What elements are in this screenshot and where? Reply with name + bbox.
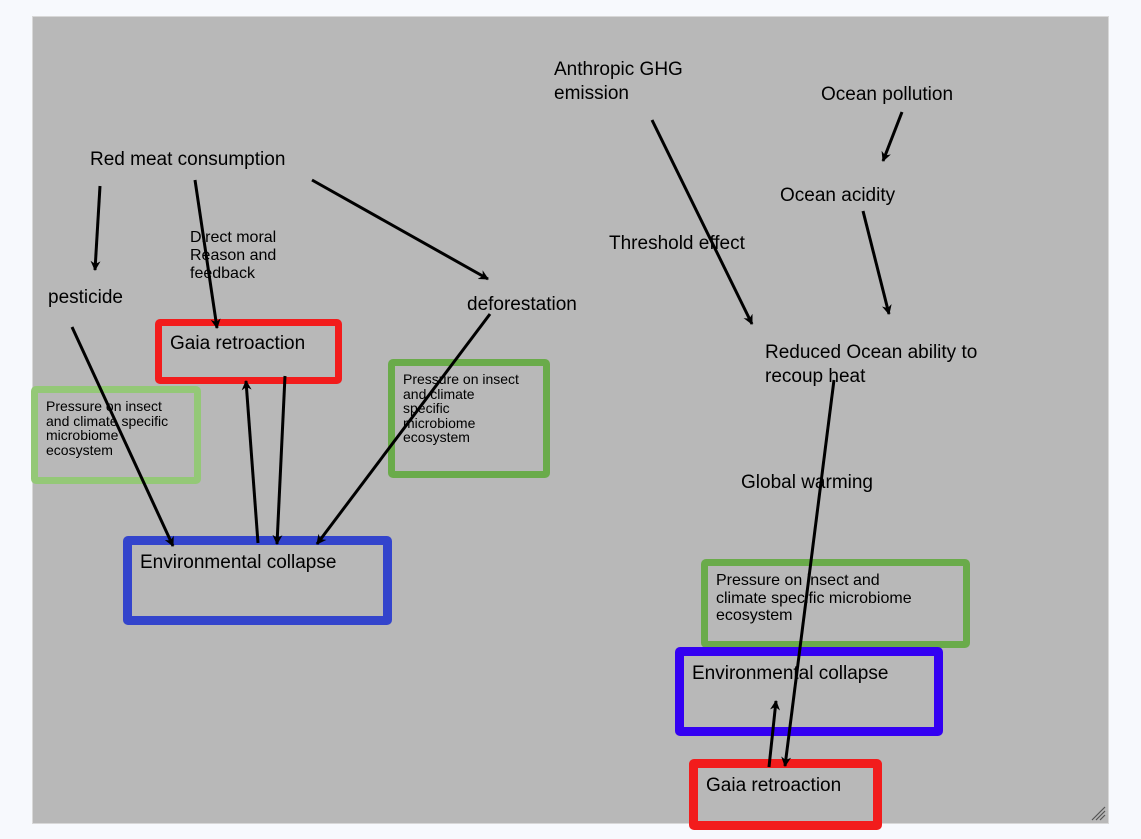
resize-grip-icon[interactable]: [1090, 805, 1106, 821]
box-label: Pressure on insect and climate specific …: [46, 398, 169, 458]
label-global-warming: Global warming: [741, 472, 873, 493]
label-reduced-ocean-ability: Reduced Ocean ability to recoup heat: [765, 342, 978, 387]
box-label: Environmental collapse: [140, 552, 337, 573]
box-label: Gaia retroaction: [706, 775, 842, 796]
box-label: Gaia retroaction: [170, 333, 306, 354]
label-threshold-effect: Threshold effect: [609, 233, 745, 254]
label-deforestation: deforestation: [467, 294, 577, 315]
label-direct-moral-reason: Direct moral Reason and feedback: [190, 229, 277, 282]
label-pesticide: pesticide: [48, 287, 123, 308]
box-pressure-insect-right[interactable]: Pressure on insect and climate specific …: [701, 559, 970, 648]
label-ocean-pollution: Ocean pollution: [821, 84, 954, 105]
box-environmental-collapse-right[interactable]: Environmental collapse: [675, 647, 943, 736]
box-gaia-retroaction-left[interactable]: Gaia retroaction: [155, 319, 342, 384]
box-pressure-insect-left[interactable]: Pressure on insect and climate specific …: [31, 386, 201, 484]
box-pressure-insect-center[interactable]: Pressure on insect and climate specific …: [388, 359, 550, 478]
box-environmental-collapse-left[interactable]: Environmental collapse: [123, 536, 392, 625]
label-ocean-acidity: Ocean acidity: [780, 185, 896, 206]
box-label: Pressure on insect and climate specific …: [716, 572, 912, 624]
box-gaia-retroaction-right[interactable]: Gaia retroaction: [689, 759, 882, 830]
diagram-canvas: [32, 16, 1109, 824]
label-anthropic-ghg-emission: Anthropic GHG emission: [554, 59, 683, 104]
box-label: Environmental collapse: [692, 663, 889, 684]
label-red-meat-consumption: Red meat consumption: [90, 149, 286, 170]
box-label: Pressure on insect and climate specific …: [403, 371, 519, 445]
